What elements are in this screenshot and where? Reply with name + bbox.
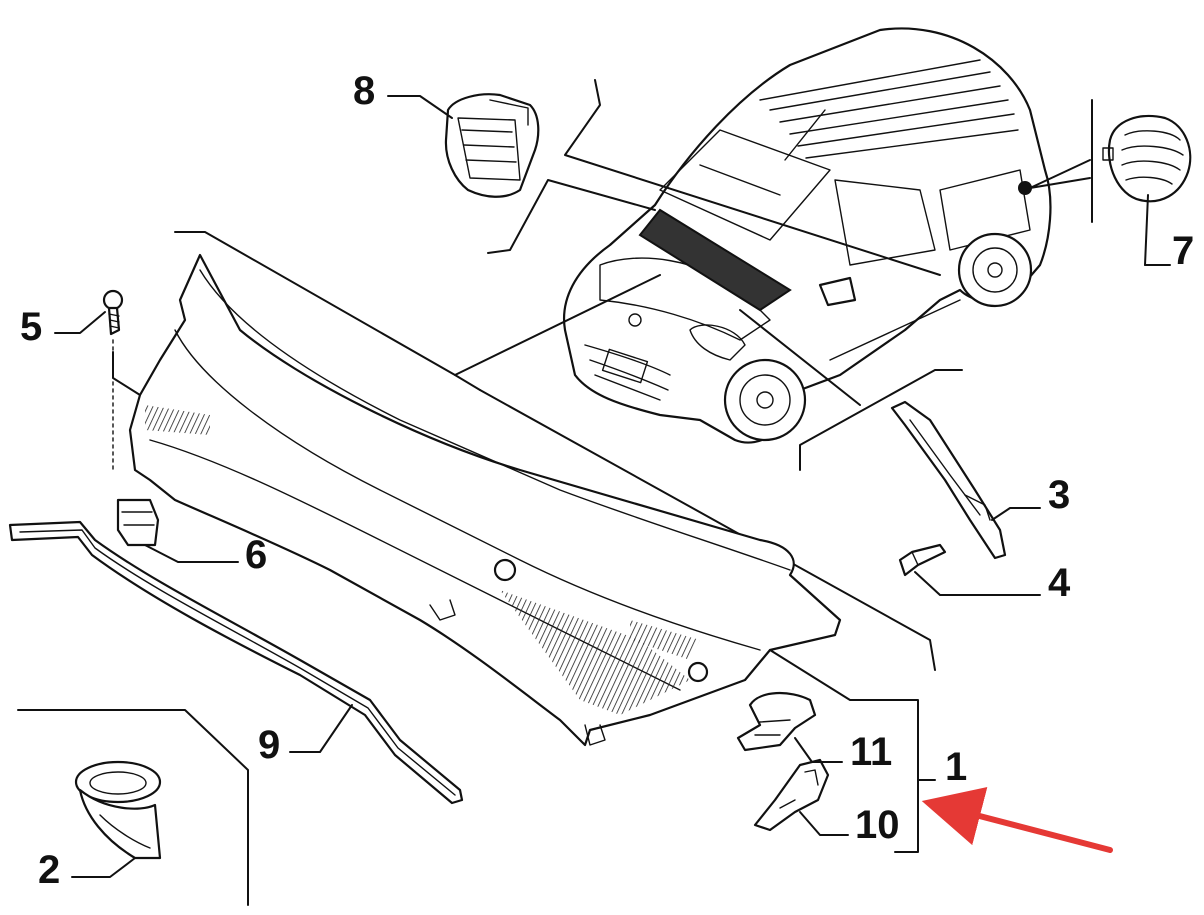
callout-3: 3 xyxy=(1048,473,1070,517)
callout-8: 8 xyxy=(353,69,375,113)
callout-labels: 8 5 6 9 2 3 4 7 1 11 10 xyxy=(20,69,1194,892)
part-6-clip xyxy=(116,498,160,547)
callout-1: 1 xyxy=(945,745,967,789)
callout-10: 10 xyxy=(855,803,900,847)
callout-9: 9 xyxy=(258,723,280,767)
part-8-air-duct xyxy=(444,93,540,198)
highlight-arrow xyxy=(921,787,1113,853)
callout-5: 5 xyxy=(20,305,42,349)
part-5-screw xyxy=(102,289,124,471)
callout-2: 2 xyxy=(38,848,60,892)
callout-leaders xyxy=(54,95,1171,878)
part-10-clip xyxy=(753,758,830,832)
part-2-frame xyxy=(17,709,249,906)
callout-6: 6 xyxy=(245,533,267,577)
part-2-drain-funnel xyxy=(74,760,162,860)
callout-4: 4 xyxy=(1048,561,1071,605)
part-9-seal-strip xyxy=(8,520,464,805)
part-7-cover xyxy=(1102,114,1192,203)
part-1-cowl-panel xyxy=(128,253,842,747)
callout-7: 7 xyxy=(1172,229,1194,273)
part-3-bracket xyxy=(890,400,1007,560)
leader-lines-van xyxy=(174,79,1093,671)
callout-11: 11 xyxy=(850,730,892,774)
part-4-rivet xyxy=(898,543,947,577)
part-11-clip xyxy=(736,691,817,752)
van-illustration xyxy=(563,27,1052,444)
